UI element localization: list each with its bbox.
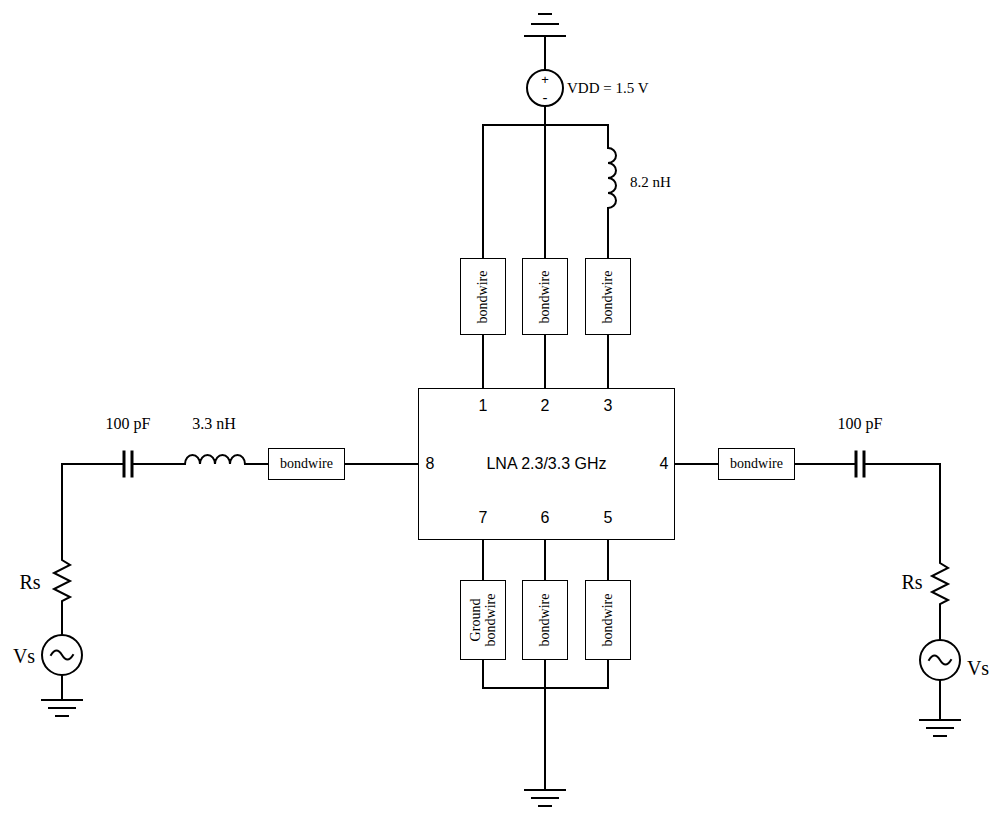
- node-label: bondwire: [475, 262, 490, 331]
- node-label: bondwire: [600, 584, 615, 656]
- capacitor-symbol: [855, 452, 858, 476]
- supply-label: VDD = 1.5 V: [567, 81, 649, 96]
- pin-number: 3: [604, 398, 613, 414]
- pin-number: 5: [604, 510, 613, 526]
- inductor-symbol: [185, 455, 245, 464]
- ground-symbol: [42, 700, 82, 716]
- pin-number: 2: [541, 398, 550, 414]
- bondwire-box: bondwire: [460, 258, 506, 335]
- node-label: LNA 2.3/3.3 GHz: [486, 455, 606, 473]
- node-label: bondwire: [600, 262, 615, 331]
- pin-number: 6: [541, 510, 550, 526]
- polarity-sign: +: [541, 73, 549, 86]
- bondwire-box: bondwire: [585, 580, 631, 660]
- resistor-name: Rs: [19, 572, 40, 592]
- resistor-symbol: [54, 555, 70, 605]
- node-label: Ground bondwire: [468, 584, 499, 656]
- node-label: bondwire: [730, 456, 783, 471]
- bondwire-box: bondwire: [585, 258, 631, 335]
- wire-connector: [345, 463, 418, 465]
- wire-connector: [482, 335, 484, 388]
- ground-symbol: [525, 14, 565, 70]
- voltage-source: [527, 70, 563, 106]
- polarity-sign: -: [543, 90, 548, 105]
- capacitor-symbol: [123, 452, 126, 476]
- node-label: bondwire: [537, 584, 552, 656]
- component-value: 100 pF: [838, 416, 883, 432]
- wire-connector: [544, 335, 546, 388]
- bondwire-box: bondwire: [522, 580, 568, 660]
- ground-symbol: [525, 790, 565, 806]
- wire-connector: [607, 540, 609, 580]
- wire-connector: [482, 540, 484, 580]
- component-value: 8.2 nH: [630, 175, 671, 190]
- inductor-symbol: [608, 148, 616, 208]
- source-name: Vs: [967, 658, 989, 678]
- resistor-name: Rs: [901, 572, 922, 592]
- wire-connector: [607, 335, 609, 388]
- signal-source: [920, 640, 960, 680]
- resistor-symbol: [932, 558, 948, 608]
- ground-symbol: [920, 720, 960, 736]
- node-label: bondwire: [537, 262, 552, 331]
- component-value: 100 pF: [106, 416, 151, 432]
- wire-connector: [544, 540, 546, 580]
- source-name: Vs: [13, 646, 35, 666]
- bondwire-box: bondwire: [268, 448, 345, 480]
- pin-number: 1: [479, 398, 488, 414]
- bondwire-box: bondwire: [718, 448, 795, 480]
- signal-source: [42, 635, 82, 675]
- ground-bondwire-box: Ground bondwire: [460, 580, 506, 660]
- pin-number: 7: [479, 510, 488, 526]
- pin-number: 8: [426, 456, 435, 472]
- wire-connector: [675, 463, 718, 465]
- bondwire-box: bondwire: [522, 258, 568, 335]
- pin-number: 4: [660, 456, 669, 472]
- component-value: 3.3 nH: [192, 416, 236, 432]
- node-label: bondwire: [280, 456, 333, 471]
